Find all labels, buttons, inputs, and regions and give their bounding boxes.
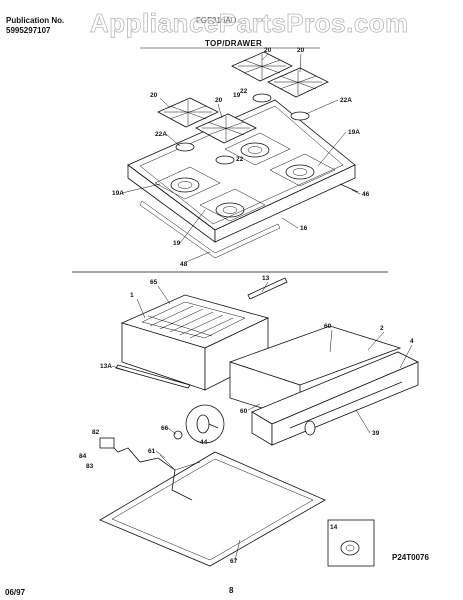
callout: 67	[230, 558, 238, 565]
front-trim	[139, 200, 281, 259]
burner-front-left	[170, 177, 200, 193]
drawer-assembly	[99, 277, 419, 567]
callout: 13A	[100, 363, 112, 370]
burner-cap-3	[252, 93, 272, 103]
burner-cap-2	[215, 155, 235, 165]
callout: 16	[300, 225, 308, 232]
callout: 39	[372, 430, 380, 437]
burner-rear-right	[285, 164, 315, 180]
side-trim	[339, 183, 359, 193]
fastener-66	[173, 430, 183, 440]
knob-14	[340, 540, 360, 556]
gas-tube	[107, 441, 193, 501]
callout: 84	[79, 453, 87, 460]
callout: 20	[150, 92, 158, 99]
callout: 22	[236, 156, 244, 163]
callout: 65	[150, 279, 158, 286]
footer-date: 06/97	[5, 588, 26, 597]
publication-number: 5995297107	[6, 26, 51, 35]
burner-cap-1	[175, 142, 195, 152]
burner-pan-rear	[224, 132, 291, 166]
callout: 22A	[340, 97, 352, 104]
burner-pan-front	[199, 188, 266, 222]
callout: 13	[262, 275, 270, 282]
callout: 82	[92, 429, 100, 436]
callout: 22A	[155, 131, 167, 138]
callout: 61	[148, 448, 156, 455]
grate-front-left	[157, 97, 219, 128]
callout: 20	[264, 47, 272, 54]
callout: 46	[362, 191, 370, 198]
bottom-panel	[99, 451, 326, 567]
model-number: FGF316AD	[196, 16, 237, 25]
callout: 1	[130, 292, 134, 299]
grate-front-right	[195, 113, 257, 144]
callout: 48	[180, 261, 188, 268]
drawer-callouts: 65 13 1 60 2 4 13A 60 39 44 66 61 82 84 …	[79, 275, 414, 565]
publication-number-label: Publication No.	[6, 16, 65, 25]
callout: 19A	[112, 190, 124, 197]
callout: 60	[324, 323, 332, 330]
broiler-rack	[141, 301, 246, 339]
callout: 20	[215, 97, 223, 104]
callout: 60	[240, 408, 248, 415]
page-number: 8	[229, 586, 234, 595]
handle-end-left	[304, 420, 316, 436]
burner-rear-left	[240, 142, 270, 158]
slide-rail-left	[115, 364, 191, 389]
drawer-handle	[289, 381, 403, 429]
cooktop-side-edge	[214, 164, 356, 243]
grate-rear-right	[267, 67, 329, 98]
section-title: TOP/DRAWER	[205, 39, 263, 48]
bracket-61	[159, 454, 201, 471]
top-callouts: 20 20 20 20 19 22 22A 22A 22 19A 19A 46 …	[112, 47, 370, 268]
slide-rail-right	[247, 277, 288, 300]
callout: 66	[161, 425, 169, 432]
callout: 19	[233, 92, 241, 99]
callout: 20	[297, 47, 305, 54]
figure-code: P24T0076	[392, 553, 429, 562]
inset-box	[327, 519, 375, 567]
burner-front-right	[215, 202, 245, 218]
cooktop-surface	[127, 99, 356, 231]
callout: 4	[410, 338, 414, 345]
callout: 2	[380, 325, 384, 332]
burner-pan-right	[269, 153, 336, 187]
callout: 19	[173, 240, 181, 247]
callout: 83	[86, 463, 94, 470]
callout: 22	[240, 88, 248, 95]
callout: 44	[200, 439, 208, 446]
burner-cap-4	[290, 111, 310, 121]
grate-rear-left	[231, 51, 293, 82]
callout: 14	[330, 524, 338, 531]
valve	[99, 437, 115, 449]
callout: 19A	[348, 129, 360, 136]
cooktop-assembly	[127, 51, 359, 259]
watermark: AppliancePartsPros.com	[90, 8, 409, 39]
burner-pan-left	[154, 166, 221, 200]
